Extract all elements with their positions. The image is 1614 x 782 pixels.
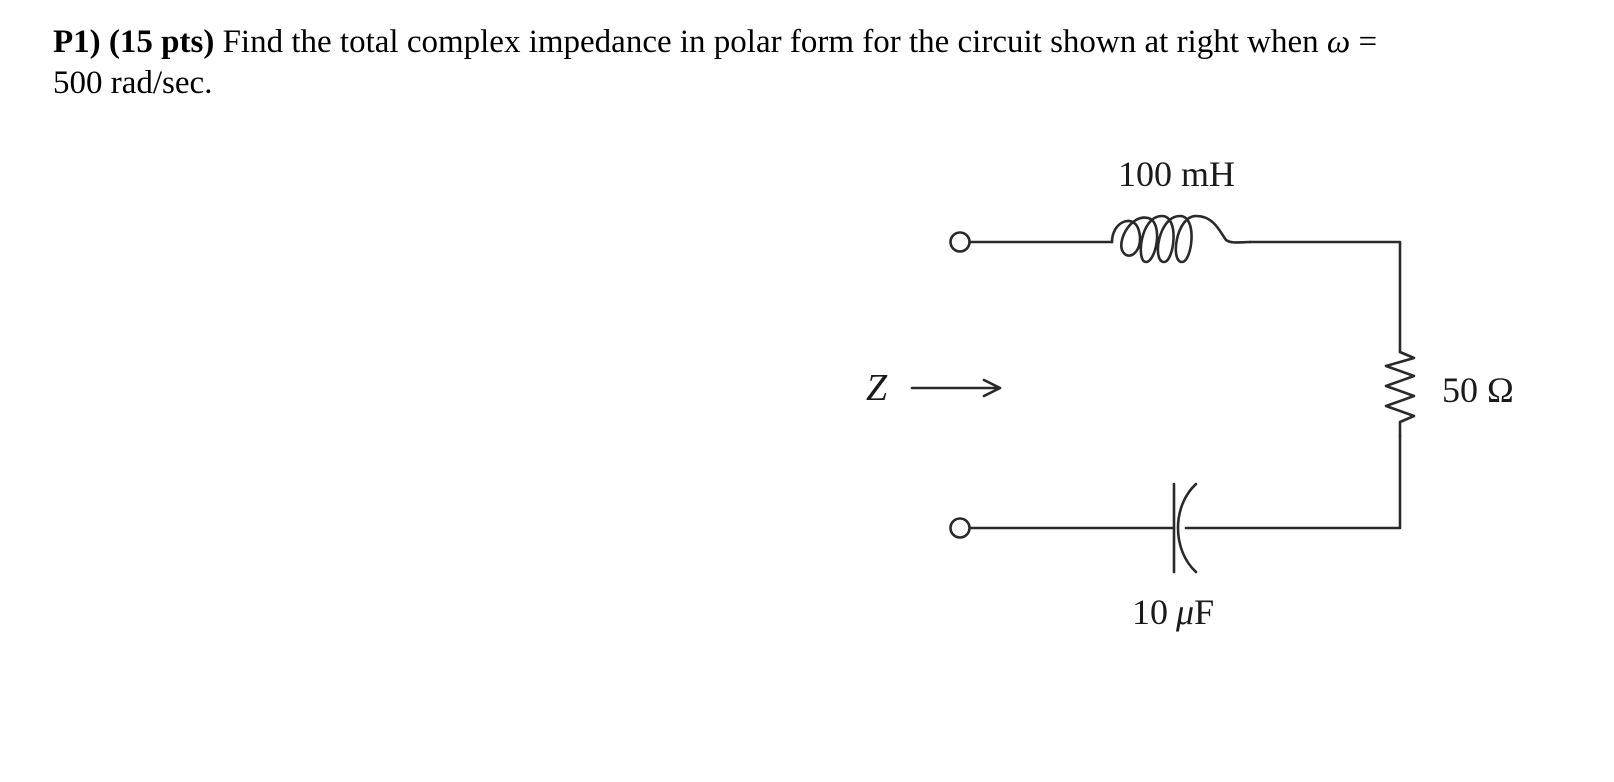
problem-statement: P1) (15 pts) Find the total complex impe… — [53, 22, 1593, 104]
problem-points: (15 pts) — [108, 24, 215, 60]
problem-label: P1) — [53, 24, 101, 60]
inductor-label: 100 mH — [1118, 154, 1235, 194]
impedance-arrow — [910, 378, 1002, 398]
bottom-right-wire — [1184, 434, 1402, 530]
inductor-symbol — [1110, 214, 1252, 264]
top-terminal — [949, 231, 971, 253]
capacitor-label-mu: μ — [1175, 592, 1194, 632]
impedance-symbol: Z — [866, 367, 888, 409]
capacitor-label-value: 10 — [1132, 592, 1168, 632]
resistor-symbol — [1384, 350, 1416, 438]
omega-symbol: ω — [1326, 24, 1351, 60]
resistor-label: 50 Ω — [1442, 370, 1514, 410]
equals-sign: = — [1358, 24, 1378, 60]
bottom-terminal — [949, 517, 971, 539]
capacitor-label-unit: F — [1194, 592, 1214, 632]
problem-text-line1: Find the total complex impedance in pola… — [222, 24, 1319, 60]
problem-text-line2: 500 rad/sec. — [53, 65, 213, 101]
capacitor-curved-plate — [1176, 482, 1198, 574]
top-right-wire — [1248, 240, 1402, 354]
